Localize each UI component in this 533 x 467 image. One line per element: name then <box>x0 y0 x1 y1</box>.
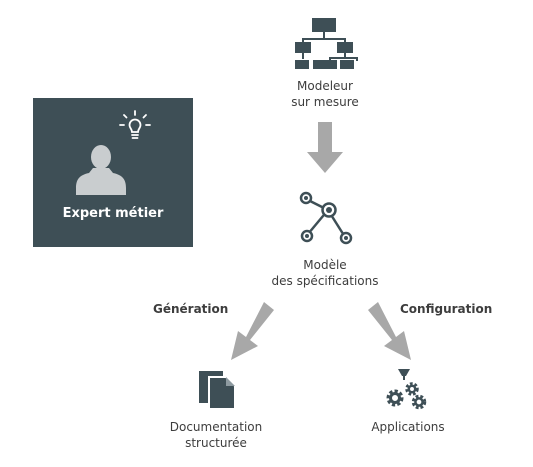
expert-label: Expert métier <box>62 206 164 221</box>
applications-label: Applications <box>371 420 445 434</box>
generation-label: Génération <box>153 302 229 316</box>
network-graph-icon <box>299 191 353 245</box>
org-chart-icon <box>295 18 358 69</box>
lightbulb-icon <box>119 110 151 139</box>
documents-icon <box>199 371 236 410</box>
expert-card: Expert métier <box>33 98 193 247</box>
person-icon <box>76 145 126 195</box>
modele-label-line2: des spécifications <box>271 274 379 288</box>
modeleur-label-line1: Modeleur <box>297 79 353 93</box>
documentation-label-line2: structurée <box>185 436 247 450</box>
gears-icon <box>386 369 427 410</box>
modele-label-line1: Modèle <box>303 258 347 272</box>
configuration-label: Configuration <box>400 302 493 316</box>
arrow-to-documentation <box>231 302 274 360</box>
arrow-to-applications <box>368 302 411 360</box>
documentation-label-line1: Documentation <box>169 420 263 434</box>
down-arrow <box>307 122 343 173</box>
modeleur-label-line2: sur mesure <box>291 95 359 109</box>
